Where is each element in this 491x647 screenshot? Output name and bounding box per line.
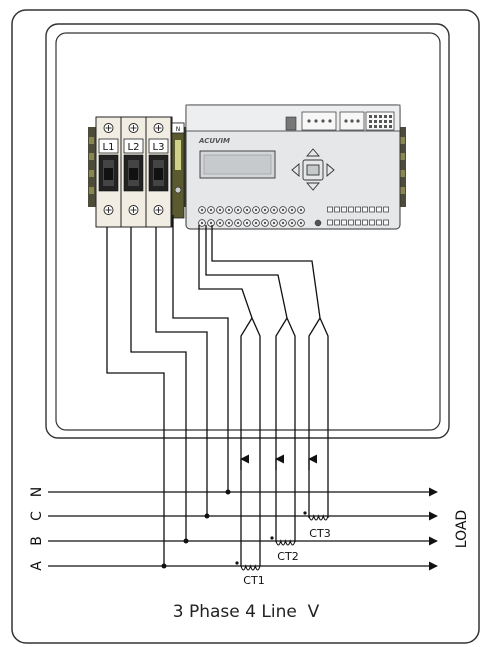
breaker-module: L3 bbox=[145, 116, 172, 228]
bus-label-n: N bbox=[29, 487, 45, 497]
breaker-label: L2 bbox=[128, 142, 140, 153]
diagram-caption: 3 Phase 4 Line V bbox=[173, 602, 320, 622]
breaker-module: L1 bbox=[95, 116, 122, 228]
neutral-terminal: N bbox=[171, 122, 185, 219]
ct-coil-icon bbox=[303, 511, 329, 521]
bus-lines bbox=[48, 487, 438, 571]
breaker-block: L1 L2 L3 bbox=[95, 116, 173, 228]
power-meter: ACUVIM bbox=[185, 104, 401, 230]
breaker-module: L2 bbox=[120, 116, 147, 228]
screw-icon bbox=[128, 205, 139, 215]
bus-label-b: B bbox=[29, 536, 45, 546]
screw-icon bbox=[153, 205, 164, 215]
screw-icon bbox=[153, 123, 164, 133]
ct-coil-icon bbox=[235, 561, 261, 571]
nav-cross-icon bbox=[291, 148, 335, 191]
bus-label-c: C bbox=[29, 511, 45, 521]
meter-top-connector-1 bbox=[301, 111, 337, 131]
bus-label-a: A bbox=[29, 561, 45, 571]
ct-coil-icon bbox=[270, 536, 296, 546]
meter-top-port bbox=[285, 116, 297, 131]
load-label: LOAD bbox=[454, 510, 470, 548]
screw-icon bbox=[128, 123, 139, 133]
ct2-label: CT2 bbox=[277, 550, 298, 563]
meter-brand: ACUVIM bbox=[198, 137, 230, 145]
breaker-label: L1 bbox=[103, 142, 115, 153]
screw-icon bbox=[103, 205, 114, 215]
neutral-tag: N bbox=[176, 126, 181, 133]
panel-inner bbox=[55, 32, 441, 431]
bus-labels: N C B A bbox=[29, 487, 45, 571]
wiring bbox=[106, 215, 329, 567]
ct-coils bbox=[235, 511, 329, 571]
screw-icon bbox=[103, 123, 114, 133]
ct3-label: CT3 bbox=[309, 527, 330, 540]
breaker-label: L3 bbox=[153, 142, 165, 153]
ct1-label: CT1 bbox=[243, 574, 264, 587]
